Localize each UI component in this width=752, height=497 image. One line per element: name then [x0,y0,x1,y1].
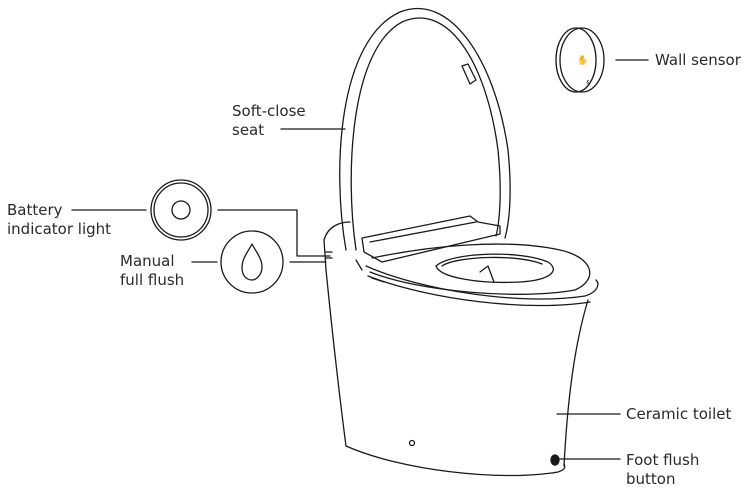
hand-wave-icon: ✋ [577,54,588,66]
label-battery-line1: Battery [7,201,63,219]
wall-sensor: ✋ § [555,27,649,93]
label-battery-line2: indicator light [7,220,112,238]
water-drop-icon [241,243,263,281]
symbol-icon: § [586,79,590,87]
seat [323,215,599,307]
label-ceramic: Ceramic toilet [626,405,732,423]
label-foot-line2: button [626,470,676,488]
label-manual-line1: Manual [120,252,175,270]
battery-indicator-callout [71,179,331,257]
body-hole [408,439,416,447]
lid [339,7,511,251]
manual-flush-callout [191,230,327,294]
label-soft-close-line1: Soft-close [232,102,306,120]
lid-hinge-clip [461,63,477,85]
label-manual-line2: full flush [120,271,185,289]
side-buttons [325,251,333,259]
foot-flush-button-icon [550,454,560,466]
label-soft-close-line2: seat [232,121,265,139]
label-foot-line1: Foot flush [626,451,700,469]
label-wall-sensor: Wall sensor [655,51,741,69]
ceramic-body [325,269,589,477]
